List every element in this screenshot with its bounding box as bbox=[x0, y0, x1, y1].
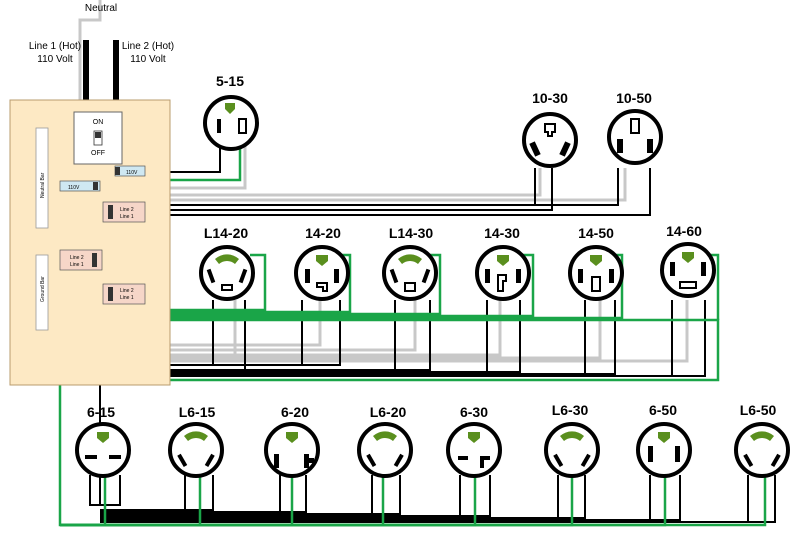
main-breaker-off-label: OFF bbox=[91, 150, 105, 157]
receptacle-6-20-label: 6-20 bbox=[281, 404, 309, 420]
receptacle-10-50-label: 10-50 bbox=[616, 90, 652, 106]
neutral-14-20 bbox=[160, 300, 322, 347]
receptacle-6-30 bbox=[446, 422, 502, 478]
receptacle-L6-20-label: L6-20 bbox=[370, 404, 407, 420]
receptacle-L14-30 bbox=[382, 245, 438, 301]
receptacle-L14-20-label: L14-20 bbox=[204, 225, 249, 241]
receptacle-6-30-label: 6-30 bbox=[460, 404, 488, 420]
breaker-110v-a-handle bbox=[115, 167, 120, 175]
receptacle-10-30-label: 10-30 bbox=[532, 90, 568, 106]
receptacle-L6-50-label: L6-50 bbox=[740, 402, 777, 418]
receptacle-6-15-label: 6-15 bbox=[87, 404, 115, 420]
receptacle-10-30 bbox=[522, 112, 578, 168]
receptacle-L6-15 bbox=[168, 422, 224, 478]
breaker-240v-b-handle bbox=[92, 253, 97, 267]
breaker-240v-a bbox=[102, 201, 146, 223]
breaker-240v-b bbox=[59, 249, 103, 271]
receptacle-14-20-label: 14-20 bbox=[305, 225, 341, 241]
receptacle-5-15 bbox=[203, 95, 259, 151]
breaker-240v-a-line2: Line 2 bbox=[120, 207, 134, 213]
receptacle-14-50 bbox=[568, 245, 624, 301]
receptacle-14-60-label: 14-60 bbox=[666, 223, 702, 239]
receptacle-14-30 bbox=[475, 245, 531, 301]
receptacle-L14-30-label: L14-30 bbox=[389, 225, 434, 241]
neutral-bar-label: Neutral Bar bbox=[40, 172, 46, 198]
breaker-240v-c-line1: Line 1 bbox=[120, 295, 134, 301]
line2-label: Line 2 (Hot) bbox=[122, 41, 174, 52]
receptacle-14-20 bbox=[294, 245, 350, 301]
breaker-110v-b-handle bbox=[93, 182, 98, 190]
line2-voltage: 110 Volt bbox=[130, 54, 166, 65]
receptacle-L6-50 bbox=[734, 422, 790, 478]
ground-bar-label: Ground Bar bbox=[40, 276, 46, 302]
breaker-240v-c-line2: Line 2 bbox=[120, 288, 134, 294]
neutral-bar bbox=[35, 127, 49, 229]
breaker-110v-a-label: 110V bbox=[126, 170, 138, 176]
receptacle-14-30-label: 14-30 bbox=[484, 225, 520, 241]
receptacle-L14-20 bbox=[199, 245, 255, 301]
receptacle-14-50-label: 14-50 bbox=[578, 225, 614, 241]
neutral-label: Neutral bbox=[85, 3, 117, 14]
receptacle-5-15-label: 5-15 bbox=[216, 73, 244, 89]
breaker-240v-c bbox=[102, 283, 146, 305]
ground-bar bbox=[35, 254, 49, 331]
receptacle-6-20 bbox=[264, 422, 320, 478]
receptacle-6-15 bbox=[75, 422, 131, 478]
breaker-240v-b-line1: Line 1 bbox=[70, 262, 84, 268]
breaker-240v-c-handle bbox=[108, 287, 113, 301]
receptacle-10-50 bbox=[607, 109, 663, 165]
breaker-110v-b bbox=[59, 180, 101, 192]
electrical-panel: Neutral Bar Ground Bar ON OFF 110V 110V … bbox=[9, 99, 171, 386]
main-breaker-on-label: ON bbox=[93, 119, 104, 126]
breaker-240v-b-line2: Line 2 bbox=[70, 255, 84, 261]
main-breaker-toggle bbox=[95, 132, 101, 138]
receptacle-L6-20 bbox=[357, 422, 413, 478]
line1-label: Line 1 (Hot) bbox=[29, 41, 81, 52]
receptacle-6-50-label: 6-50 bbox=[649, 402, 677, 418]
line1-voltage: 110 Volt bbox=[37, 54, 73, 65]
breaker-110v-b-label: 110V bbox=[68, 185, 80, 191]
breaker-240v-a-line1: Line 1 bbox=[120, 214, 134, 220]
receptacle-L6-15-label: L6-15 bbox=[179, 404, 216, 420]
receptacle-14-60 bbox=[660, 242, 716, 298]
receptacle-L6-30 bbox=[544, 422, 600, 478]
receptacle-L6-30-label: L6-30 bbox=[552, 402, 589, 418]
receptacle-6-50 bbox=[636, 422, 692, 478]
breaker-240v-a-handle bbox=[108, 205, 113, 219]
